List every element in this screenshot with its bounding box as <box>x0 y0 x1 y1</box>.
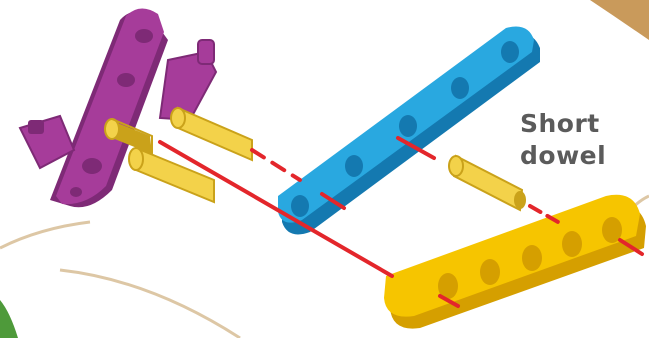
dowel-lower <box>128 146 215 204</box>
yellow-bar-holes <box>438 217 622 299</box>
short-dowel-label-line-1: Short <box>520 109 600 138</box>
guide-line-blue-upper-hole <box>396 136 436 160</box>
guide-line-main <box>158 140 394 278</box>
beige-curve-left <box>0 220 91 250</box>
guide-line-short-dowel <box>528 204 560 224</box>
beige-curve-bottom <box>59 268 241 338</box>
guide-line-yellow-hole-left <box>438 294 460 308</box>
short-dowel-label-line-2: dowel <box>520 141 607 170</box>
guide-lines <box>158 136 644 308</box>
green-corner <box>0 300 18 338</box>
dowel-upper-left <box>104 118 153 154</box>
dowel-upper-right <box>170 106 253 162</box>
blue-bar-holes <box>291 41 519 217</box>
guide-line-blue-to-dowel <box>250 148 302 182</box>
guide-line-blue-hole <box>320 192 346 210</box>
short-dowel <box>448 154 526 212</box>
short-dowel-label: Short dowel <box>520 108 630 172</box>
yellow-bar <box>384 194 646 329</box>
guide-line-yellow-hole-right <box>618 238 644 256</box>
purple-bracket <box>18 8 218 208</box>
wood-corner <box>590 0 649 40</box>
blue-bar <box>278 26 540 235</box>
